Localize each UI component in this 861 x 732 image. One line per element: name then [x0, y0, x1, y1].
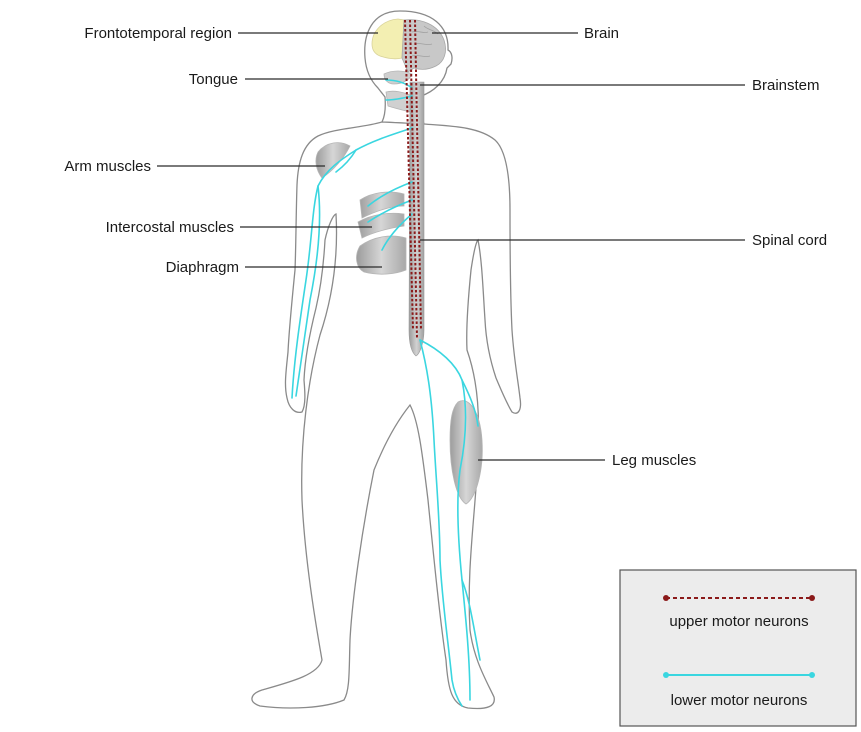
legend-upper-dot-left — [663, 595, 669, 601]
label-diaphragm: Diaphragm — [166, 259, 239, 276]
label-spinal-cord: Spinal cord — [752, 232, 827, 249]
label-frontotemporal-region: Frontotemporal region — [84, 25, 232, 42]
label-tongue: Tongue — [189, 71, 238, 88]
body-silhouette — [252, 11, 521, 709]
legend-upper-dot-right — [809, 595, 815, 601]
legend: upper motor neurons lower motor neurons — [620, 570, 856, 726]
legend-lower-label: lower motor neurons — [671, 692, 808, 709]
label-brainstem: Brainstem — [752, 77, 820, 94]
label-arm-muscles: Arm muscles — [64, 158, 151, 175]
torso-outline — [252, 122, 521, 709]
label-brain: Brain — [584, 25, 619, 42]
legend-lower-dot-right — [809, 672, 815, 678]
legend-upper-label: upper motor neurons — [669, 613, 808, 630]
label-leg-muscles: Leg muscles — [612, 452, 696, 469]
legend-lower-dot-left — [663, 672, 669, 678]
label-intercostal-muscles: Intercostal muscles — [106, 219, 234, 236]
